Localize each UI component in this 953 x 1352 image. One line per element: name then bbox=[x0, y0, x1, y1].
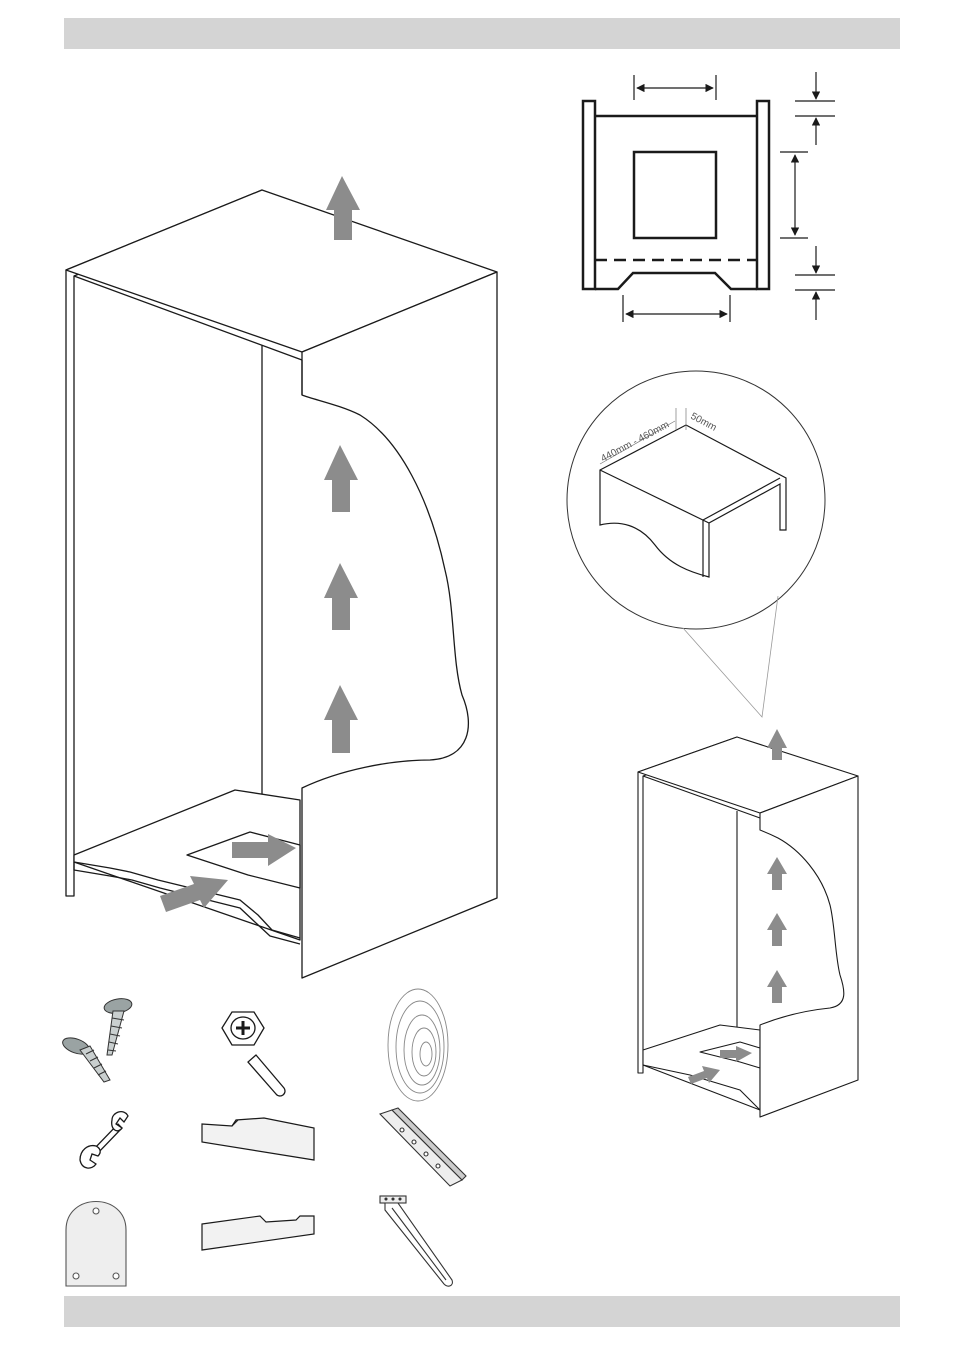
up-arrow-icon bbox=[324, 563, 358, 630]
up-arrow-icon bbox=[324, 445, 358, 512]
up-arrow-icon bbox=[767, 857, 787, 890]
front-view-dimensions bbox=[623, 72, 835, 322]
rail-icon bbox=[380, 1108, 466, 1186]
base-notch bbox=[595, 273, 757, 289]
up-arrow-icon bbox=[767, 970, 787, 1003]
bracket-icon bbox=[380, 1196, 452, 1286]
small-right-panel bbox=[760, 776, 858, 1117]
screw-icon bbox=[60, 997, 133, 1082]
cover-strip-lower bbox=[202, 1216, 314, 1250]
plate-icon bbox=[66, 1202, 126, 1287]
right-wall bbox=[757, 101, 769, 289]
up-arrow-icon bbox=[767, 913, 787, 946]
detail-callout: 440mm - 460mm 50mm bbox=[567, 371, 825, 717]
left-wall bbox=[583, 101, 595, 289]
bolt-icon bbox=[222, 1012, 285, 1096]
wrench-icon bbox=[80, 1112, 128, 1168]
up-arrow-icon bbox=[324, 685, 358, 753]
opening bbox=[634, 152, 716, 238]
right-side-panel bbox=[302, 272, 497, 978]
cover-strip-upper bbox=[202, 1118, 314, 1160]
large-cabinet bbox=[66, 190, 497, 978]
spiral-strip-icon bbox=[388, 989, 448, 1101]
front-view-diagram bbox=[583, 101, 769, 289]
small-cabinet bbox=[638, 737, 858, 1117]
